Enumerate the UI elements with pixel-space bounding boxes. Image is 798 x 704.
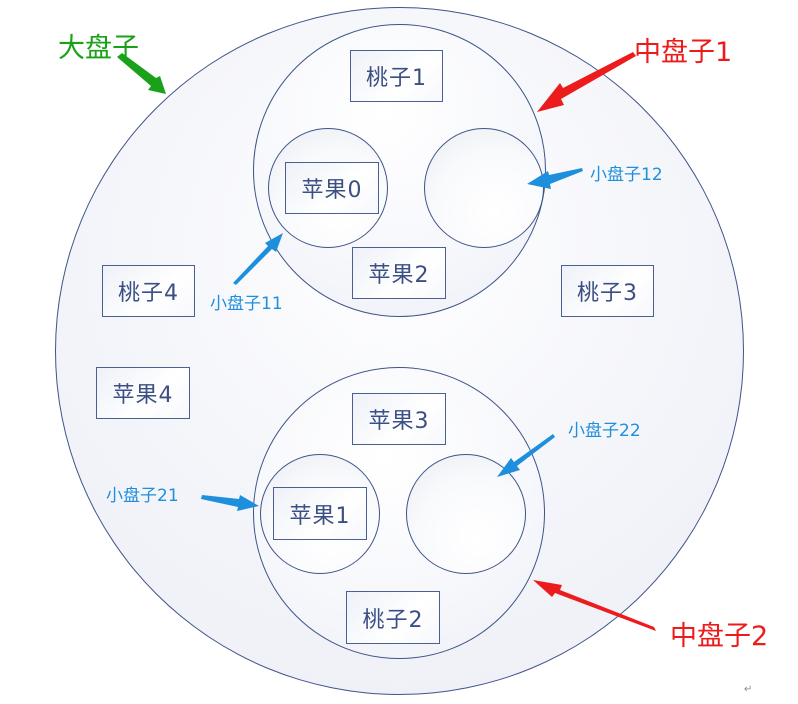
label-small-plate-12: 小盘子12 [590, 165, 663, 185]
fruit-apple-1: 苹果1 [273, 487, 367, 540]
label-small-plate-21: 小盘子21 [106, 486, 179, 506]
fruit-peach-3: 桃子3 [561, 265, 654, 317]
small-plate-22 [406, 454, 526, 574]
fruit-peach-1: 桃子1 [350, 50, 443, 102]
small-plate-12 [424, 128, 544, 248]
label-mid-plate-2: 中盘子2 [670, 621, 769, 652]
paragraph-mark-icon: ↵ [744, 684, 753, 695]
label-big-plate: 大盘子 [58, 33, 139, 64]
fruit-apple-4: 苹果4 [96, 367, 190, 419]
label-small-plate-11: 小盘子11 [210, 294, 283, 314]
label-small-plate-22: 小盘子22 [568, 421, 641, 441]
fruit-apple-3: 苹果3 [352, 393, 446, 445]
label-mid-plate-1: 中盘子1 [634, 37, 733, 68]
fruit-peach-2: 桃子2 [346, 591, 440, 644]
fruit-apple-0: 苹果0 [285, 162, 379, 214]
fruit-apple-2: 苹果2 [352, 247, 446, 299]
fruit-peach-4: 桃子4 [102, 265, 195, 317]
